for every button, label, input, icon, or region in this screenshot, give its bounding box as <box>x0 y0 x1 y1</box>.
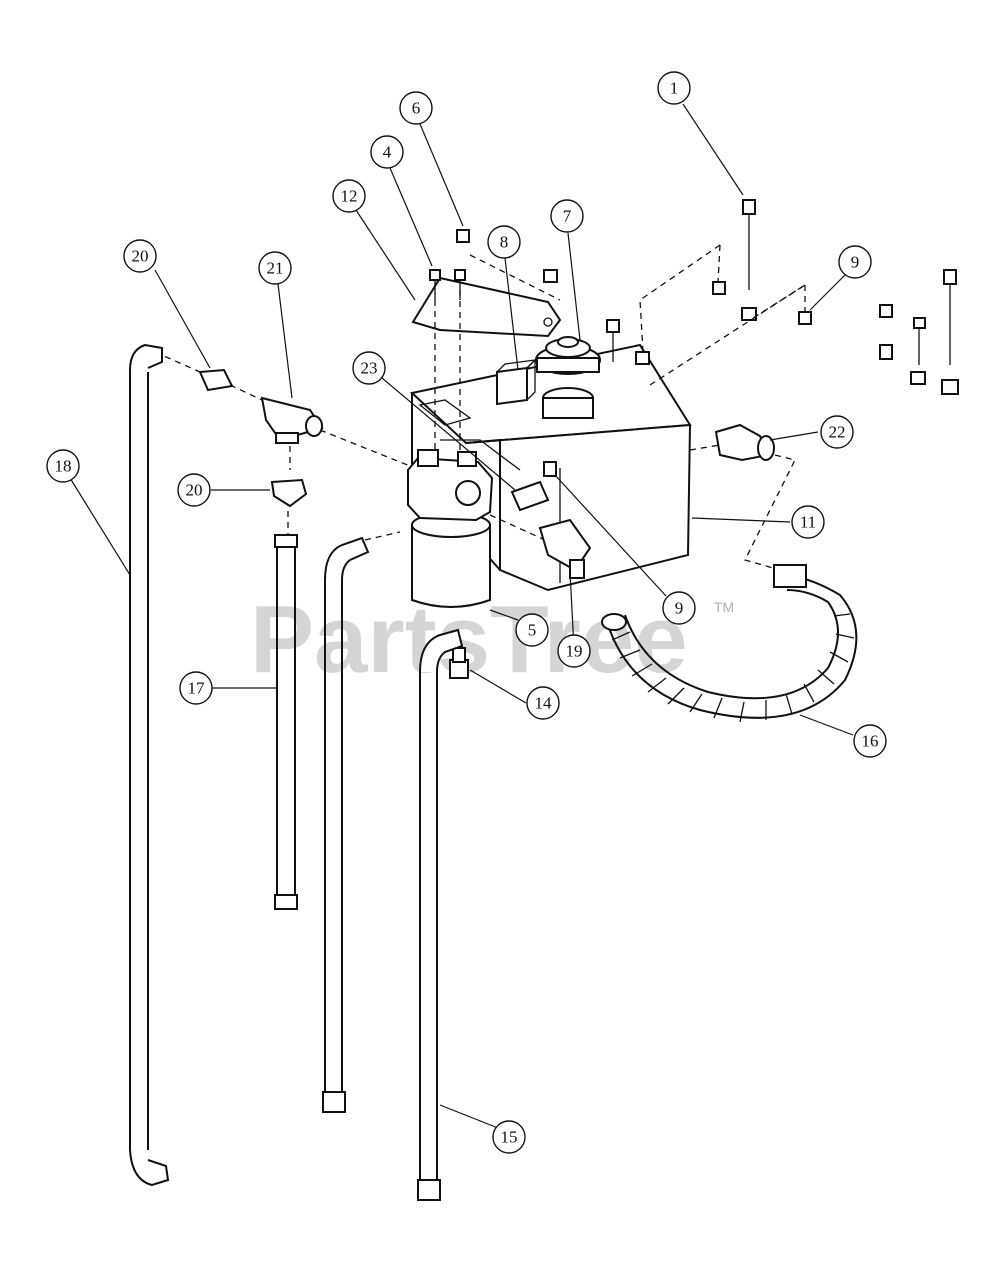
callout-15: 15 <box>492 1120 526 1154</box>
callout-label: 7 <box>563 207 572 226</box>
callout-label: 20 <box>132 247 149 266</box>
filler-cap <box>535 336 601 419</box>
leader-lines <box>69 103 854 1129</box>
callout-5: 5 <box>515 613 549 647</box>
callout-label: 15 <box>501 1128 518 1147</box>
callout-22: 22 <box>820 415 854 449</box>
callout-23: 23 <box>352 351 386 385</box>
callout-11: 11 <box>791 505 825 539</box>
callout-1: 1 <box>657 71 691 105</box>
callout-label: 1 <box>670 79 679 98</box>
callout-8: 8 <box>487 225 521 259</box>
callout-label: 9 <box>675 599 684 618</box>
callout-20-lower: 20 <box>177 473 211 507</box>
hydraulic-filter <box>407 449 494 608</box>
callout-17: 17 <box>179 671 213 705</box>
callout-label: 22 <box>829 423 846 442</box>
callout-label: 19 <box>566 642 583 661</box>
callout-label: 23 <box>361 359 378 378</box>
hoses <box>129 343 858 1201</box>
hardware-fasteners <box>429 199 959 477</box>
callout-label: 12 <box>341 187 358 206</box>
watermark-trademark: TM <box>714 599 734 615</box>
callout-label: 4 <box>383 143 392 162</box>
callout-18: 18 <box>46 449 80 483</box>
callout-label: 16 <box>862 732 879 751</box>
callout-label: 5 <box>528 621 537 640</box>
callout-9-lower: 9 <box>662 591 696 625</box>
callout-9-upper: 9 <box>838 245 872 279</box>
strainer-block <box>496 358 537 406</box>
callout-6: 6 <box>399 91 433 125</box>
callout-label: 14 <box>535 694 553 713</box>
callout-4: 4 <box>370 135 404 169</box>
callout-19: 19 <box>557 634 591 668</box>
callout-7: 7 <box>550 199 584 233</box>
callout-label: 9 <box>851 253 860 272</box>
callout-label: 17 <box>188 679 206 698</box>
callout-16: 16 <box>853 724 887 758</box>
callout-21: 21 <box>258 251 292 285</box>
callout-14: 14 <box>526 686 560 720</box>
callout-label: 6 <box>412 99 421 118</box>
callout-label: 21 <box>267 259 284 278</box>
callout-20-upper: 20 <box>123 239 157 273</box>
callout-label: 18 <box>55 457 72 476</box>
callout-label: 11 <box>800 513 816 532</box>
callout-12: 12 <box>332 179 366 213</box>
callout-label: 20 <box>186 481 203 500</box>
callout-label: 8 <box>500 233 509 252</box>
